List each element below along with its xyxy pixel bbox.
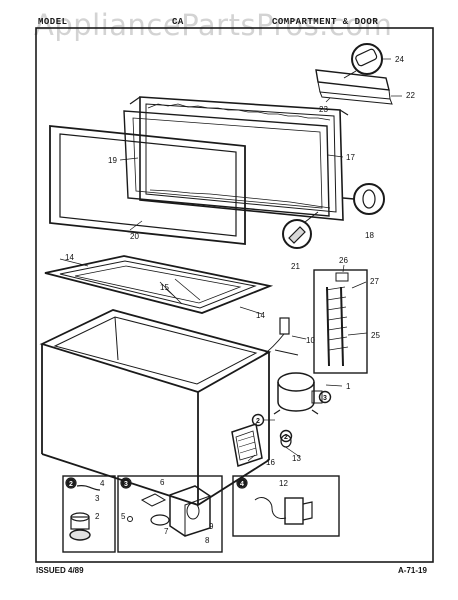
part-label: 9 [209,522,214,531]
inset-marker: 2 [284,434,288,441]
door-frame [49,110,330,246]
inset-marker: 2 [256,418,260,425]
thermostat [261,317,299,357]
header-model: MODEL [38,17,68,27]
part-label: 4 [100,479,105,488]
inset-2 [62,475,116,553]
part-label: 26 [339,256,348,265]
part-label: 23 [319,105,328,114]
watermark: AppliancePartsPros.com [34,8,393,42]
part-label: 22 [406,91,415,100]
part-label: 14 [65,253,74,262]
part-number-labels: 1 2 3 4 5 6 7 8 9 10 12 13 14 14 15 16 1… [65,55,415,545]
hinge-detail [342,183,385,215]
part-label: 24 [395,55,404,64]
latch-detail [282,211,319,249]
part-label: 15 [160,283,169,292]
header-center: CA [172,17,184,27]
part-label: 13 [292,454,301,463]
gasket-assembly [44,255,274,314]
inset-marker-labels: 2 3 4 2 2 3 [66,395,327,488]
part-label: 19 [108,156,117,165]
part-label: 18 [365,231,374,240]
door-handle [315,43,393,105]
relay-cover [231,423,263,467]
part-label: 6 [160,478,165,487]
inset-marker: 3 [323,395,327,402]
page-border [35,27,434,563]
part-label: 2 [95,512,100,521]
part-label: 3 [95,494,100,503]
part-label: 7 [164,527,169,536]
part-label: 17 [346,153,355,162]
part-label: 10 [306,336,315,345]
part-label: 20 [130,232,139,241]
leader-lines [59,58,402,462]
inset-3 [117,475,223,553]
part-label: 5 [121,512,126,521]
footer-issued: ISSUED 4/89 [36,566,84,575]
part-label: 8 [205,536,210,545]
inset-marker: 3 [124,481,128,488]
inset-marker: 2 [69,481,73,488]
part-label: 14 [256,311,265,320]
part-label: 21 [291,262,300,271]
part-label: 12 [279,479,288,488]
part-label: 1 [346,382,351,391]
compressor [273,372,323,415]
inset-marker: 4 [240,481,244,488]
drain-assembly [313,269,368,374]
footer-code: A-71-19 [398,566,427,575]
header-title: COMPARTMENT & DOOR [272,17,379,27]
part-label: 27 [370,277,379,286]
door-liner [129,96,349,221]
callout-markers [251,390,332,443]
part-label: 25 [371,331,380,340]
part-label: 16 [266,458,275,467]
cabinet [39,309,272,506]
inset-4 [232,475,340,537]
